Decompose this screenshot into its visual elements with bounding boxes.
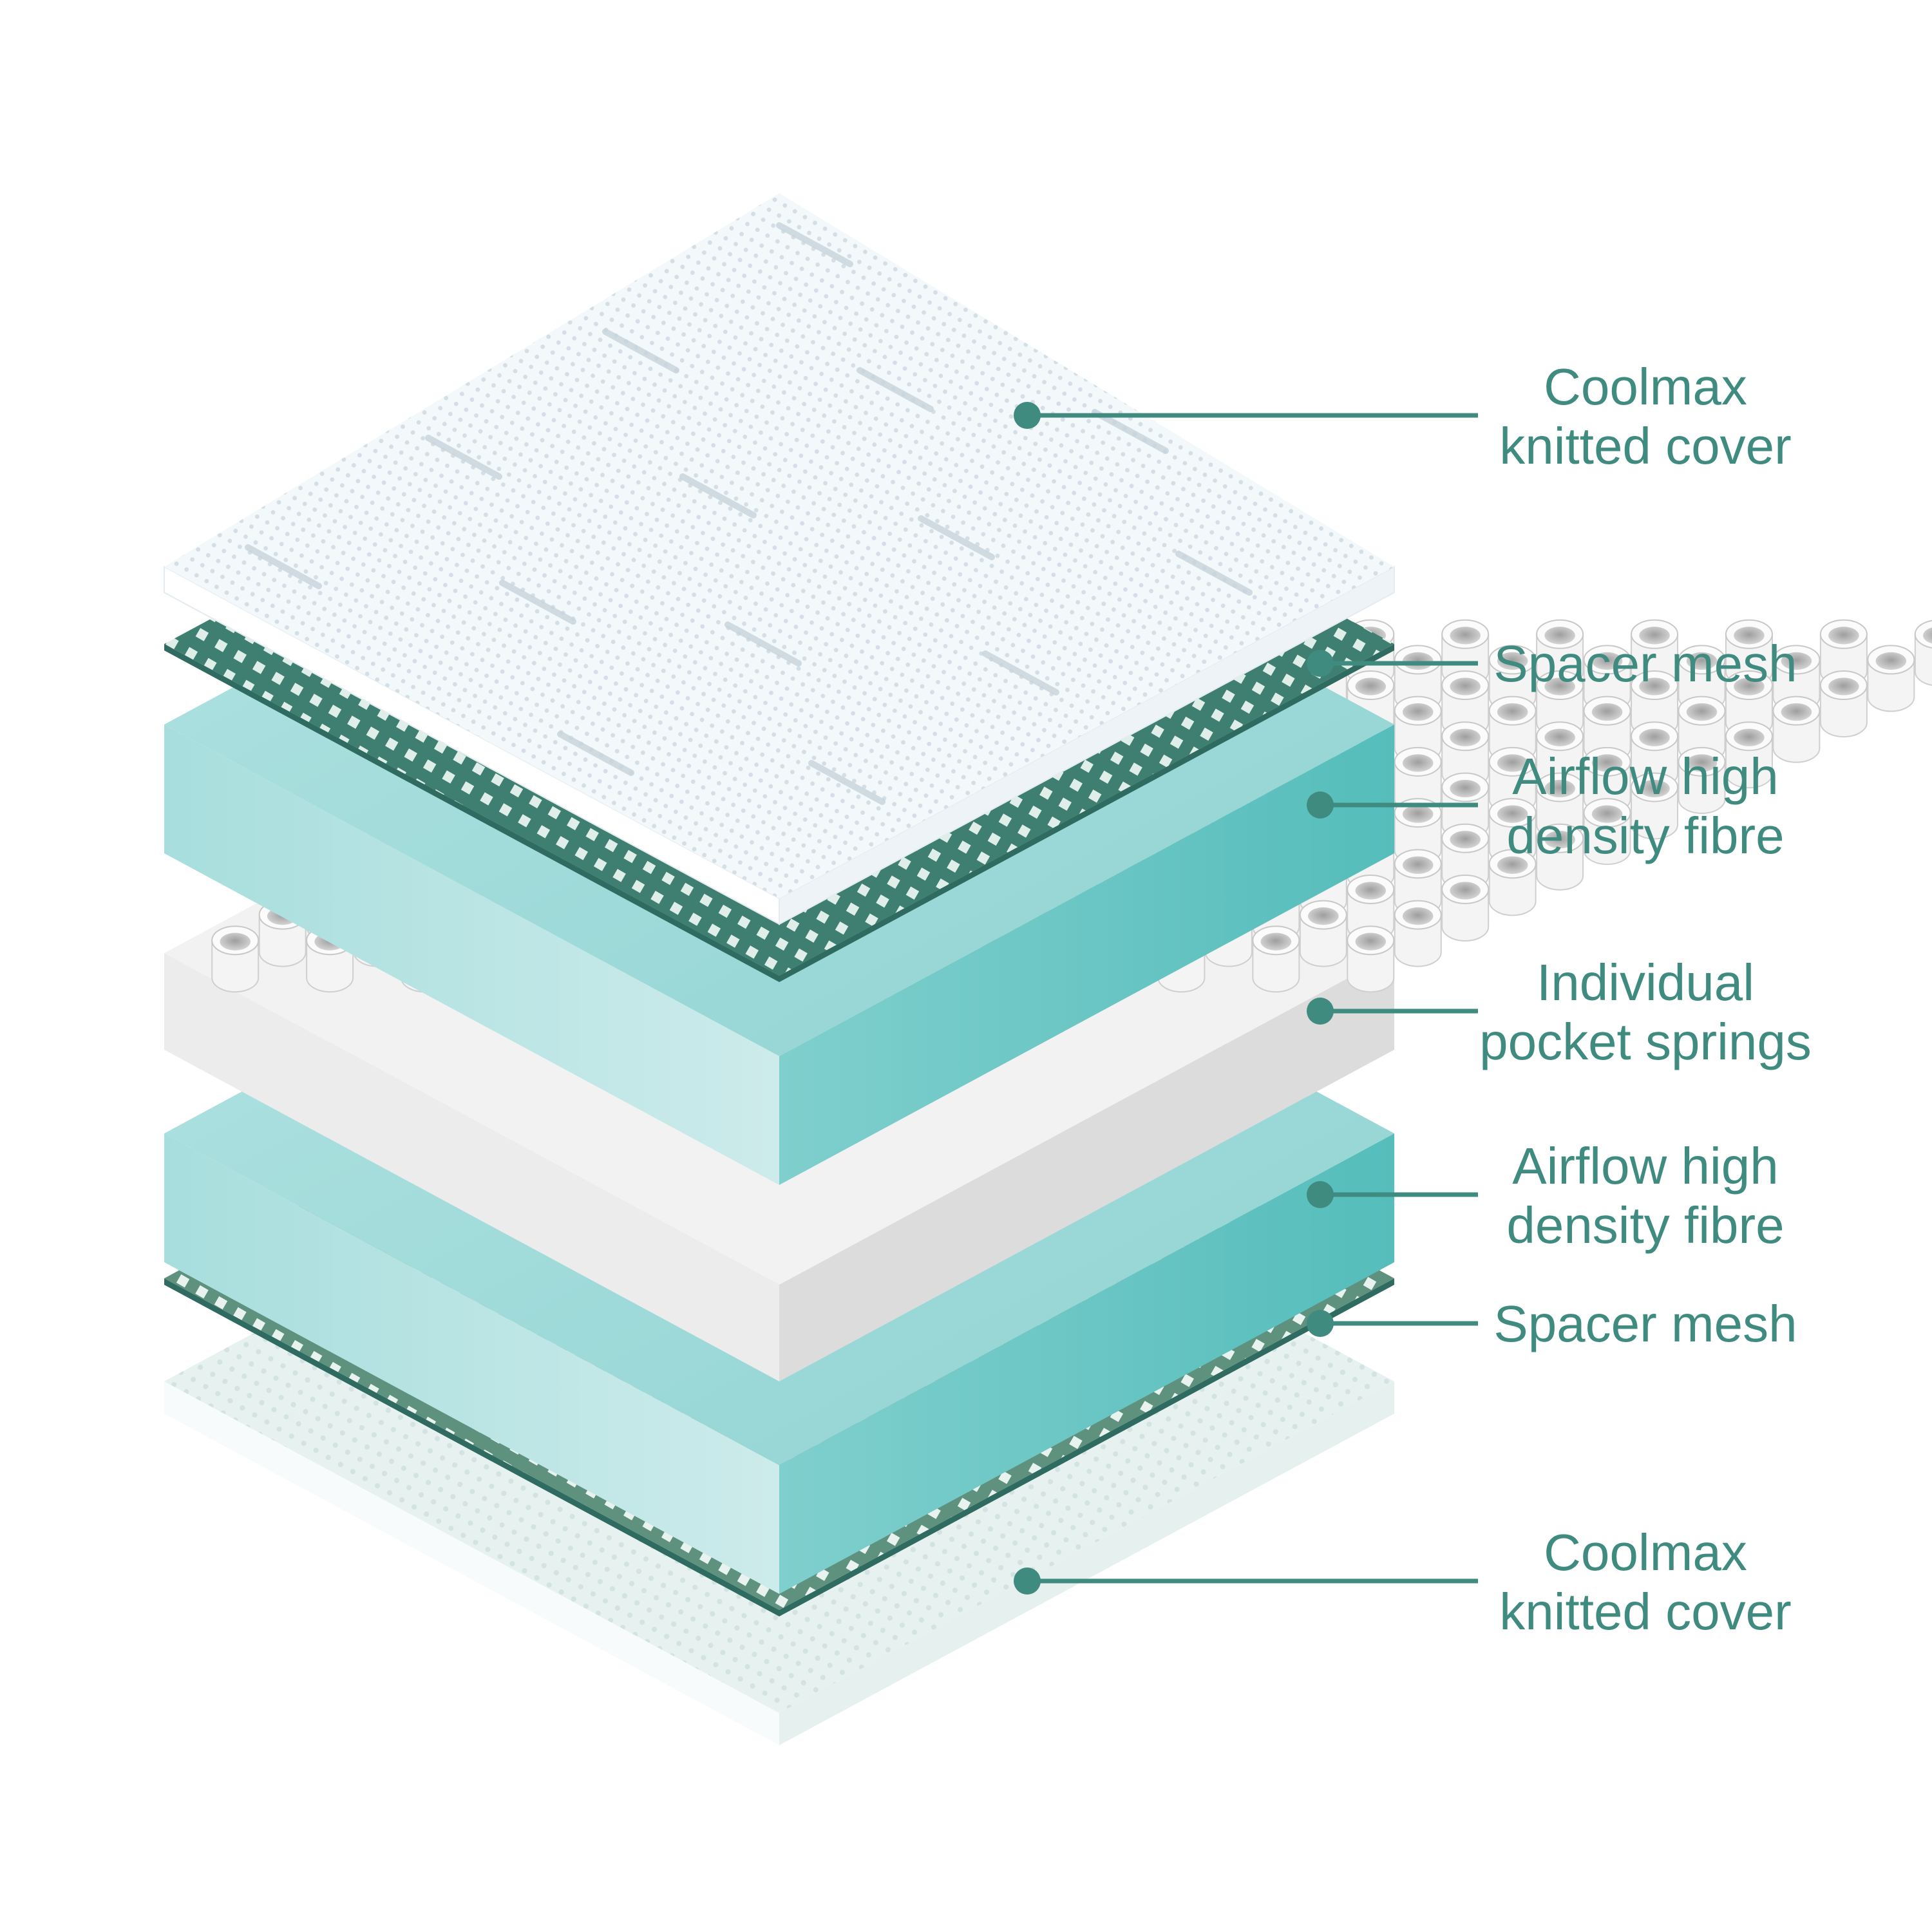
spring-hole (1402, 652, 1434, 670)
spring-hole (1402, 754, 1434, 772)
marker-fibre-bottom (1307, 1181, 1334, 1208)
spring-hole (1639, 627, 1670, 645)
spring-hole (1497, 652, 1528, 670)
spring-hole (1639, 728, 1670, 746)
spring-hole (1781, 652, 1812, 670)
spring-hole (1355, 882, 1387, 900)
fibre-top-front (164, 724, 779, 1185)
cover-top-stitching (245, 222, 1253, 805)
spring-hole (1450, 831, 1481, 849)
spring-hole (1497, 805, 1528, 823)
spring-hole (1591, 703, 1623, 721)
spring-hole (1734, 627, 1765, 645)
spring-hole (1734, 677, 1765, 696)
spring-hole (1355, 933, 1387, 951)
marker-cover-top (1014, 402, 1041, 429)
spring-hole (1497, 754, 1528, 772)
label-cover-bottom: Coolmax knitted cover (1499, 1524, 1792, 1640)
spring-hole (1450, 627, 1481, 645)
callout-markers (1014, 402, 1478, 1595)
callout-fibre-bottom (1307, 1181, 1478, 1208)
spring-hole (1828, 627, 1859, 645)
spring-hole (1260, 933, 1292, 951)
spring-hole (1544, 728, 1575, 746)
spring-hole (1544, 831, 1575, 849)
spring-hole (1355, 677, 1387, 696)
spring-hole (1591, 652, 1623, 670)
spring-hole (1450, 728, 1481, 746)
spring-hole (1402, 703, 1434, 721)
spring-hole (1402, 805, 1434, 823)
spring-hole (1828, 677, 1859, 696)
label-cover-top: Coolmax knitted cover (1499, 358, 1792, 475)
spring-hole (1450, 882, 1481, 900)
spring-hole (1450, 677, 1481, 696)
marker-mesh-bottom (1307, 1310, 1334, 1337)
spring-hole (1308, 907, 1339, 925)
spring-hole (220, 933, 251, 951)
layer-cover-top (164, 193, 1395, 925)
spring-hole (1497, 703, 1528, 721)
spring-hole (1734, 728, 1765, 746)
callout-cover-bottom (1014, 1567, 1478, 1595)
spring-hole (1639, 677, 1670, 696)
spring-hole (1450, 779, 1481, 798)
callout-cover-top (1014, 402, 1478, 429)
callout-mesh-bottom (1307, 1310, 1478, 1337)
callout-mesh-top (1307, 650, 1478, 677)
spring-hole (1639, 779, 1670, 798)
label-mesh-top: Spacer mesh (1493, 635, 1797, 692)
spring-hole (1591, 754, 1623, 772)
spring-hole (1544, 779, 1575, 798)
springs-front (164, 953, 779, 1381)
fibre-bottom-side (779, 1133, 1394, 1594)
marker-cover-bottom (1014, 1567, 1041, 1595)
label-fibre-top: Airflow high density fibre (1506, 748, 1785, 864)
spring-hole (1591, 805, 1623, 823)
spring-hole (1497, 856, 1528, 874)
marker-springs (1307, 998, 1334, 1025)
cover-bottom-side (779, 1381, 1394, 1745)
spring-hole (1544, 677, 1575, 696)
spring-hole (1402, 856, 1434, 874)
marker-fibre-top (1307, 791, 1334, 819)
spring-hole (1686, 703, 1718, 721)
label-mesh-bottom: Spacer mesh (1493, 1295, 1797, 1352)
spring-hole (1923, 627, 1932, 644)
label-springs: Individual pocket springs (1479, 954, 1812, 1070)
marker-mesh-top (1307, 650, 1334, 677)
label-fibre-bottom: Airflow high density fibre (1506, 1137, 1785, 1254)
cover-top-top (164, 193, 1394, 898)
fibre-bottom-front (164, 1133, 779, 1594)
spring-hole (1686, 652, 1718, 670)
springs-side (779, 953, 1394, 1381)
spring-hole (1875, 652, 1907, 670)
callout-springs (1307, 998, 1478, 1025)
spring-hole (1544, 627, 1575, 645)
callout-fibre-top (1307, 791, 1478, 819)
spring-hole (1781, 703, 1812, 721)
cover-bottom-front (164, 1381, 779, 1745)
spring-hole (1686, 754, 1718, 772)
spring-hole (1402, 907, 1434, 925)
fibre-top-side (779, 724, 1394, 1185)
